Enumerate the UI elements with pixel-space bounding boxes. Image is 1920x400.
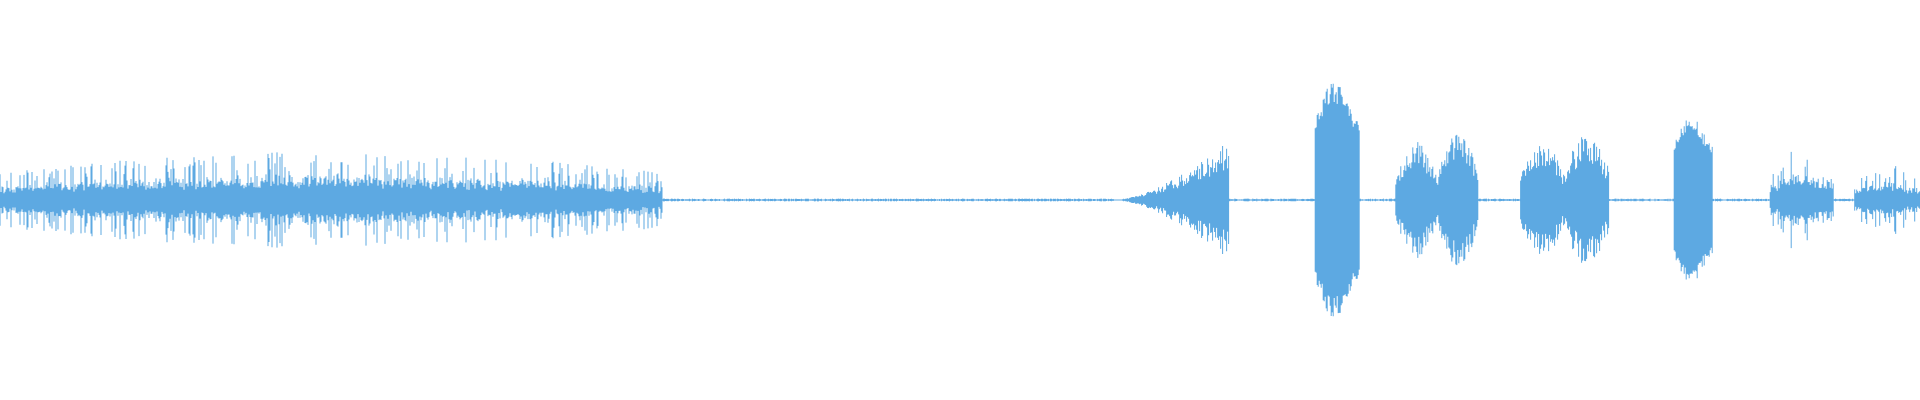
waveform-path — [0, 83, 1920, 317]
waveform-bars — [0, 83, 1920, 317]
